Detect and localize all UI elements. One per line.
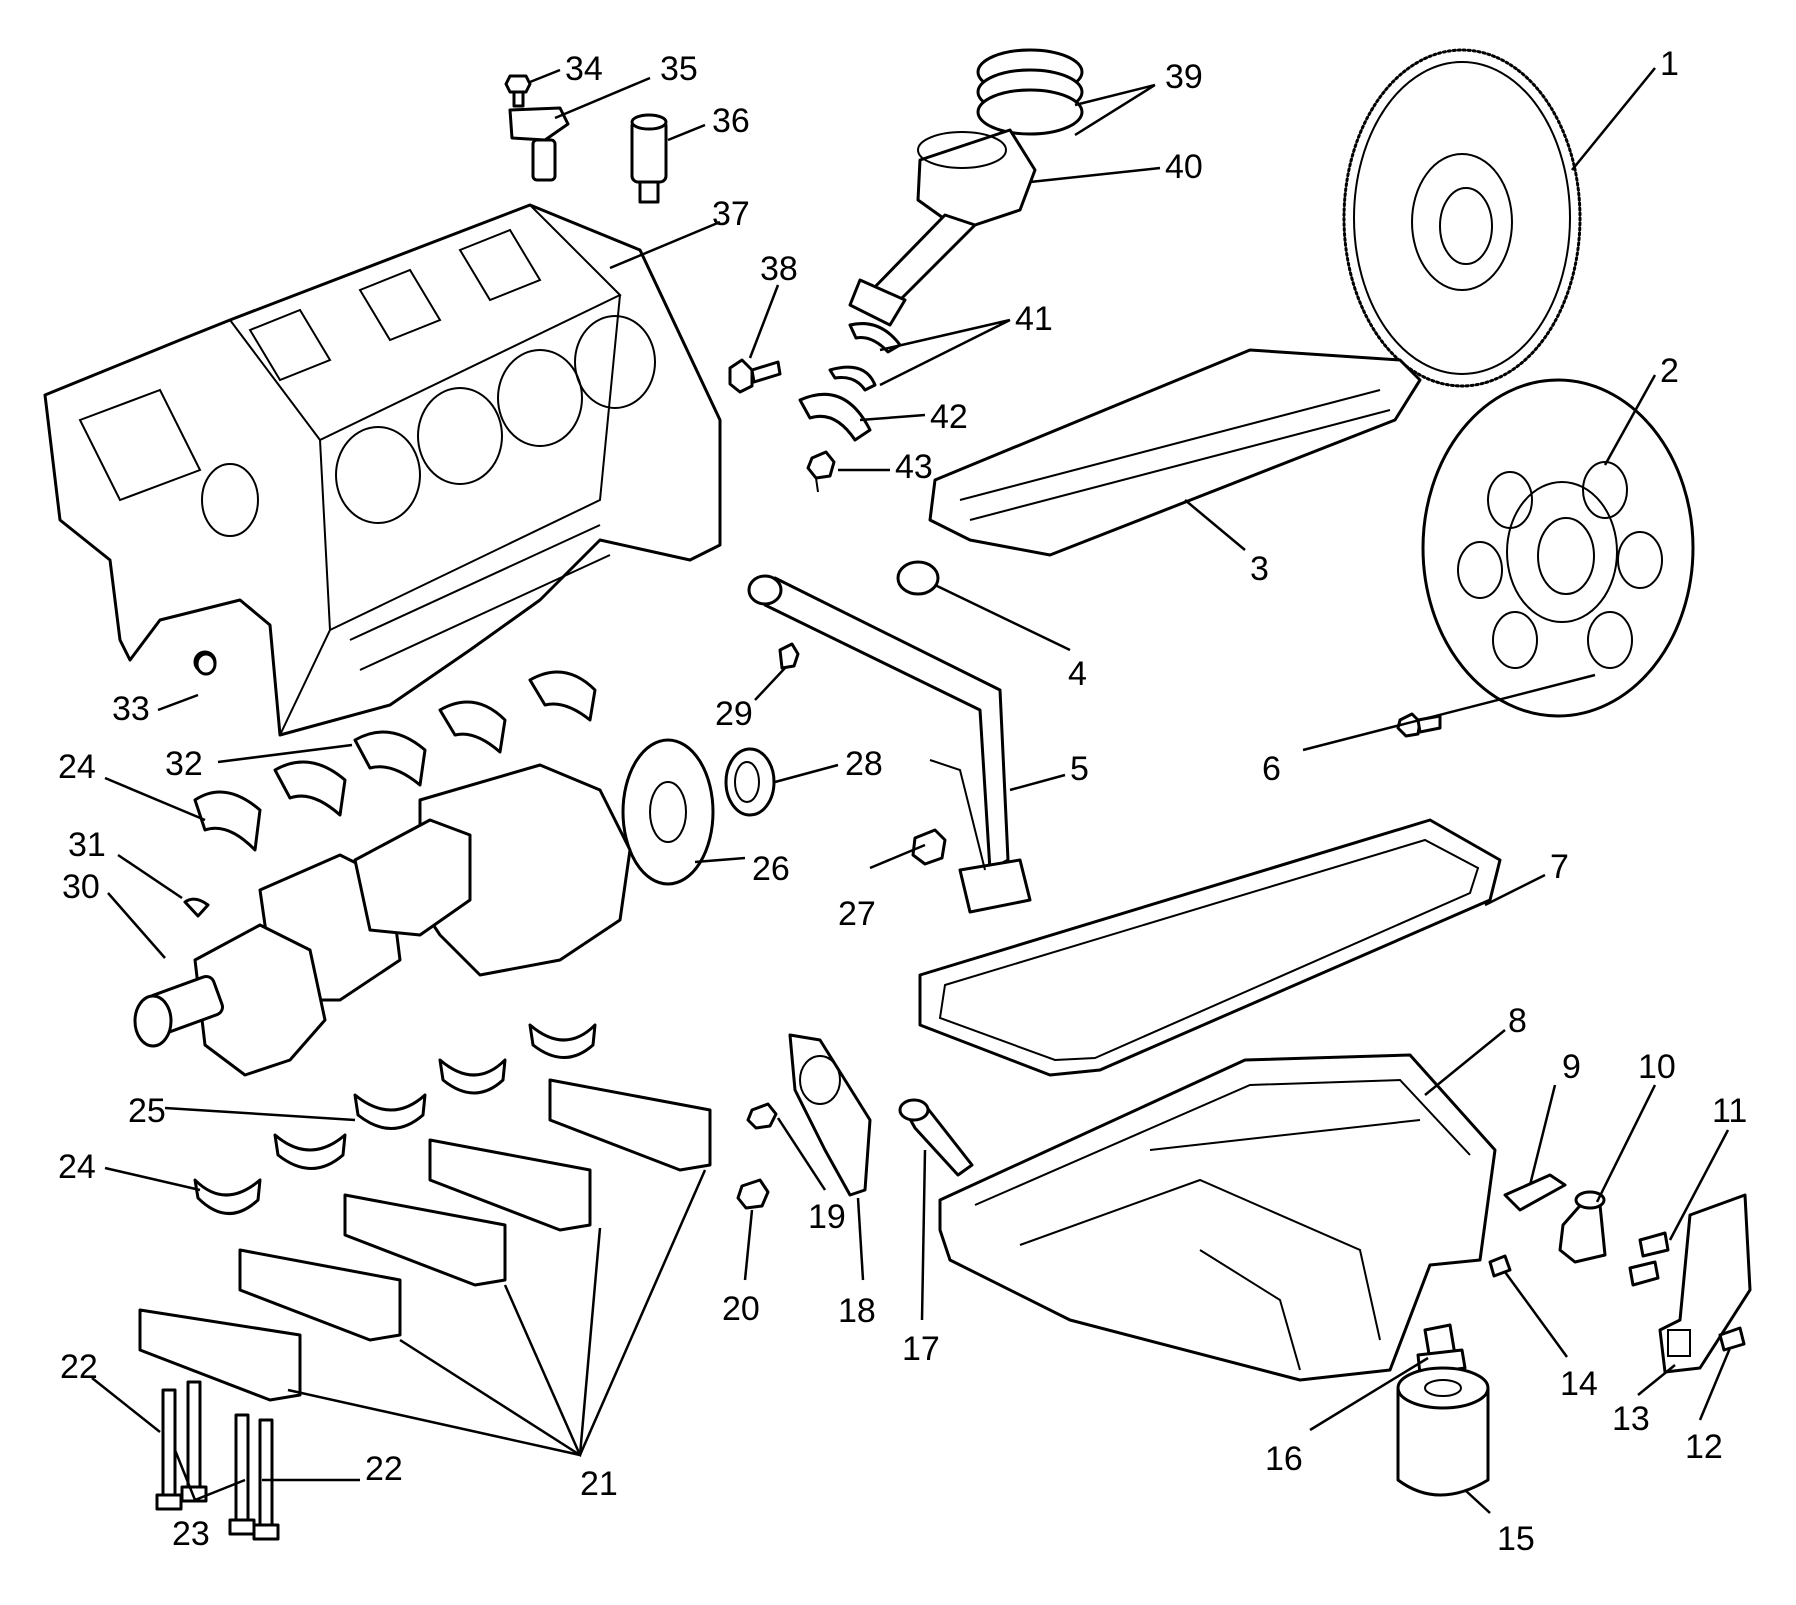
callout-3: 3 [1250, 550, 1269, 588]
bolt-11 [1628, 1231, 1670, 1287]
bolt-38 [728, 358, 782, 394]
rod-cap [798, 365, 877, 442]
bolt-34 [504, 74, 532, 108]
oil-pump-pickup-tube [747, 574, 1032, 914]
crankshaft-front-oil-seal [724, 747, 776, 817]
oil-filter [1396, 1366, 1490, 1497]
cover-18 [788, 1033, 872, 1197]
main-bearing-bolts [155, 1380, 280, 1541]
callout-25: 25 [128, 1092, 166, 1130]
engine-block [43, 203, 722, 737]
callout-6: 6 [1262, 750, 1281, 788]
main-bearings-upper [193, 650, 597, 852]
windage-tray [928, 348, 1422, 557]
plug-33 [195, 652, 217, 676]
callout-10: 10 [1638, 1048, 1676, 1086]
callout-38: 38 [760, 250, 798, 288]
callout-21: 21 [580, 1465, 618, 1503]
callout-5: 5 [1070, 750, 1089, 788]
callout-29: 29 [715, 695, 753, 733]
bolt-20 [736, 1178, 770, 1210]
callout-7: 7 [1550, 848, 1569, 886]
callout-20: 20 [722, 1290, 760, 1328]
callout-2: 2 [1660, 352, 1679, 390]
oil-cooler-adapter [1558, 1190, 1607, 1264]
callout-40: 40 [1165, 148, 1203, 186]
main-bearings-lower [193, 1023, 597, 1215]
crankshaft-sprocket [621, 738, 715, 886]
piston-and-connecting-rod [848, 128, 1037, 327]
callout-37: 37 [712, 195, 750, 233]
callout-12: 12 [1685, 1428, 1723, 1466]
callout-15: 15 [1497, 1520, 1535, 1558]
callout-22-upper: 22 [60, 1348, 98, 1386]
callout-34: 34 [565, 50, 603, 88]
callout-18: 18 [838, 1292, 876, 1330]
callout-35: 35 [660, 50, 698, 88]
callout-22-lower: 22 [365, 1450, 403, 1488]
callout-32: 32 [165, 745, 203, 783]
callout-31: 31 [68, 826, 106, 864]
oil-pan [938, 1053, 1497, 1382]
callout-9: 9 [1562, 1048, 1581, 1086]
callout-24-lower: 24 [58, 1148, 96, 1186]
callout-19: 19 [808, 1198, 846, 1236]
callout-4: 4 [1068, 655, 1087, 693]
callout-39: 39 [1165, 58, 1203, 96]
bolt-12 [1718, 1326, 1746, 1352]
callout-30: 30 [62, 868, 100, 906]
piston-rings [976, 48, 1084, 136]
callout-41: 41 [1015, 300, 1053, 338]
bracket-13 [1658, 1193, 1752, 1374]
rod-bearing-upper [848, 322, 902, 354]
crankshaft-position-sensor [508, 106, 570, 182]
oil-level-sensor [898, 1098, 974, 1177]
callout-17: 17 [902, 1330, 940, 1368]
callout-labels: 1 2 3 4 5 6 7 8 9 10 11 12 13 14 15 16 1… [58, 45, 1747, 1558]
crankshaft [133, 763, 632, 1077]
callout-11: 11 [1712, 1092, 1747, 1130]
callout-14: 14 [1560, 1365, 1598, 1403]
oil-pressure-sensor [630, 113, 668, 204]
oil-pump-pickup-o-ring [896, 560, 940, 596]
callout-23: 23 [172, 1515, 210, 1553]
callout-8: 8 [1508, 1002, 1527, 1040]
bolt-19 [746, 1102, 778, 1130]
callout-24-upper: 24 [58, 748, 96, 786]
callout-27: 27 [838, 895, 876, 933]
bolt-14 [1488, 1254, 1512, 1278]
bolt-29 [778, 642, 800, 670]
callout-16: 16 [1265, 1440, 1303, 1478]
main-bearing-caps [138, 1078, 712, 1402]
callout-28: 28 [845, 745, 883, 783]
callout-42: 42 [930, 398, 968, 436]
callout-43: 43 [895, 448, 933, 486]
crankshaft-key [183, 897, 210, 918]
leader-lines [91, 67, 1732, 1514]
callout-26: 26 [752, 850, 790, 888]
rod-bolt [806, 450, 836, 493]
callout-33: 33 [112, 690, 150, 728]
flexplate [1421, 378, 1695, 718]
oil-cooler-gasket [1503, 1173, 1567, 1212]
oil-pan-gasket [918, 818, 1502, 1077]
callout-1: 1 [1660, 45, 1679, 83]
plug-27 [911, 828, 947, 866]
callout-13: 13 [1612, 1400, 1650, 1438]
flywheel [1342, 48, 1582, 388]
callout-36: 36 [712, 102, 750, 140]
